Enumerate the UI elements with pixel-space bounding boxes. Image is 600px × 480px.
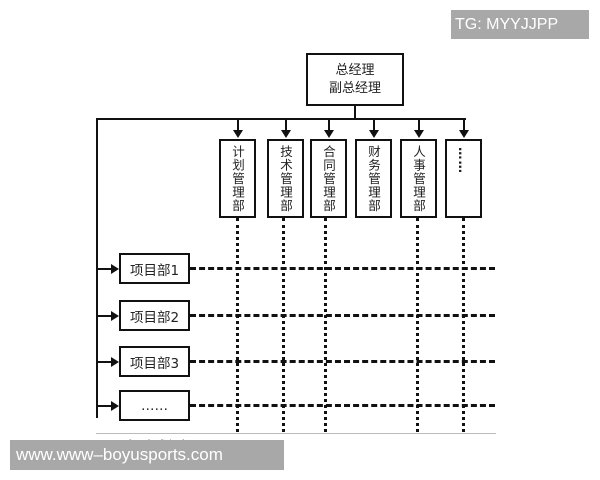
dotted-vertical-line [324, 218, 327, 432]
project-box-1: 项目部1 [119, 253, 190, 284]
dept-label: 合同管理部 [321, 144, 336, 213]
project-branch-line [96, 405, 112, 407]
project-label: 项目部3 [129, 355, 180, 372]
dept-label: 人事管理部 [411, 144, 426, 213]
project-branch-line [96, 315, 112, 317]
dashed-horizontal-line [190, 360, 495, 363]
dotted-vertical-line [462, 218, 465, 432]
project-branch-line [96, 361, 112, 363]
drop-line [328, 118, 330, 132]
project-label: 项目部1 [129, 262, 180, 279]
project-branch-line [96, 268, 112, 270]
dotted-vertical-line [236, 218, 239, 432]
arrow-right-icon [111, 311, 119, 321]
top-stem-line [354, 106, 356, 120]
dept-label: …… [456, 147, 471, 174]
project-label: 项目部2 [129, 309, 180, 326]
deputy-general-manager-label: 副总经理 [328, 80, 381, 96]
arrow-right-icon [111, 357, 119, 367]
arrow-down-icon [414, 130, 424, 138]
dept-finance: 财务管理部 [355, 139, 392, 218]
general-manager-label: 总经理 [335, 62, 375, 78]
arrow-down-icon [233, 130, 243, 138]
drop-line [463, 118, 465, 132]
arrow-down-icon [281, 130, 291, 138]
drop-line [285, 118, 287, 132]
arrow-down-icon [324, 130, 334, 138]
dept-label: 技术管理部 [278, 144, 293, 213]
drop-line [373, 118, 375, 132]
dotted-vertical-line [282, 218, 285, 432]
dept-label: 计划管理部 [230, 144, 245, 213]
drop-line [418, 118, 420, 132]
project-label: …… [141, 397, 168, 414]
dept-hr: 人事管理部 [400, 139, 437, 218]
project-box-2: 项目部2 [119, 300, 190, 331]
drop-line [237, 118, 239, 132]
dept-contract: 合同管理部 [310, 139, 347, 218]
horizontal-bus-line [96, 118, 466, 120]
dept-planning: 计划管理部 [219, 139, 256, 218]
dept-label: 财务管理部 [366, 144, 381, 213]
dashed-horizontal-line [190, 267, 495, 270]
arrow-down-icon [459, 130, 469, 138]
dotted-vertical-line [416, 218, 419, 432]
general-manager-box: 总经理 副总经理 [306, 53, 404, 106]
arrow-right-icon [111, 401, 119, 411]
project-box-more: …… [119, 390, 190, 421]
dept-technical: 技术管理部 [267, 139, 304, 218]
bottom-frame-line [96, 433, 496, 434]
arrow-right-icon [111, 264, 119, 274]
watermark-bottom: www.www–boyusports.com [10, 440, 284, 470]
watermark-top: TG: MYYJJPP [451, 10, 589, 39]
dashed-horizontal-line [190, 404, 495, 407]
project-box-3: 项目部3 [119, 346, 190, 377]
dashed-horizontal-line [190, 314, 495, 317]
arrow-down-icon [369, 130, 379, 138]
dept-more: …… [445, 139, 482, 218]
